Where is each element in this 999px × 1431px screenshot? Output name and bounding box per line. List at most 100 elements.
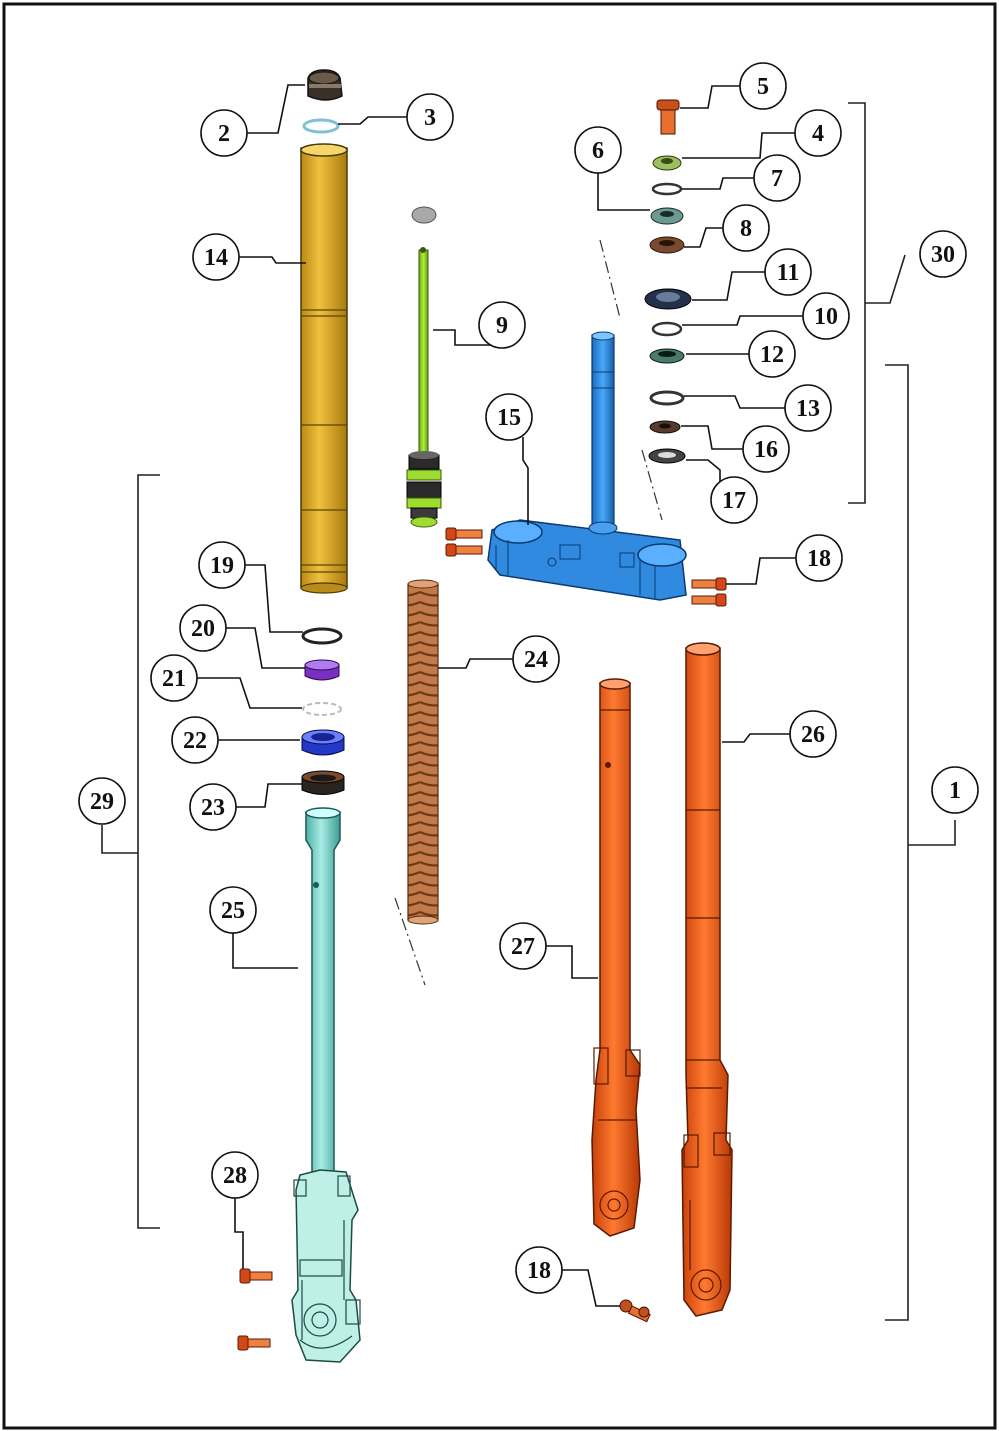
clamp-bolts-right-part	[691, 577, 727, 607]
callout-3: 3	[406, 93, 454, 141]
callout-12-label: 12	[760, 342, 784, 368]
callout-9: 9	[478, 301, 526, 349]
callout-10-label: 10	[814, 304, 838, 330]
callout-8: 8	[722, 204, 770, 252]
callout-6: 6	[574, 126, 622, 174]
callout-18-bottom-label: 18	[527, 1258, 551, 1284]
callout-30-label: 30	[931, 242, 955, 268]
callout-8-label: 8	[740, 216, 752, 242]
callout-18-top: 18	[795, 534, 843, 582]
callout-28: 28	[211, 1151, 259, 1199]
callout-15: 15	[485, 393, 533, 441]
callout-29: 29	[78, 777, 126, 825]
lower-race-part	[649, 390, 685, 406]
lower-bearing-part	[649, 420, 681, 434]
callout-23-label: 23	[201, 795, 225, 821]
callout-14: 14	[192, 233, 240, 281]
callout-bubbles: 1 2 3 4 5 6 7 8 9 10 11 12 13 14 15 16 1…	[78, 62, 979, 1294]
callout-1-label: 1	[949, 778, 961, 804]
callout-17: 17	[710, 476, 758, 524]
callout-25: 25	[209, 886, 257, 934]
callout-4: 4	[794, 109, 842, 157]
callout-27-label: 27	[511, 934, 535, 960]
orange-inner-leg-part	[591, 678, 641, 1237]
orange-right-leg-part	[681, 642, 733, 1317]
callout-24-label: 24	[524, 647, 548, 673]
dust-seal-part	[301, 729, 345, 756]
callout-21: 21	[150, 654, 198, 702]
callout-29-label: 29	[90, 789, 114, 815]
callout-16: 16	[742, 425, 790, 473]
callout-9-label: 9	[496, 313, 508, 339]
callout-7-label: 7	[771, 166, 783, 192]
callout-11-label: 11	[777, 260, 800, 286]
callout-18-top-label: 18	[807, 546, 831, 572]
callout-7: 7	[753, 154, 801, 202]
callout-4-label: 4	[812, 121, 824, 147]
outer-tube-part	[300, 143, 348, 594]
callout-12: 12	[748, 330, 796, 378]
callout-13-label: 13	[796, 396, 820, 422]
callout-14-label: 14	[204, 245, 228, 271]
callout-27: 27	[499, 922, 547, 970]
stem-nut-part	[650, 207, 684, 225]
clip-ring-part	[302, 702, 342, 716]
callout-26: 26	[789, 710, 837, 758]
callout-19-label: 19	[210, 553, 234, 579]
upper-bearing-part	[644, 288, 692, 310]
bracket-group-1	[885, 364, 956, 1321]
callout-25-label: 25	[221, 898, 245, 924]
callout-10: 10	[802, 292, 850, 340]
wiper-ring-part	[301, 627, 343, 645]
callout-24: 24	[512, 635, 560, 683]
purple-bushing-part	[304, 659, 340, 681]
fork-spring-part	[407, 579, 439, 925]
fork-cap-part	[307, 69, 343, 101]
dust-seal-stem-part	[648, 448, 686, 464]
callout-2: 2	[200, 109, 248, 157]
callout-15-label: 15	[497, 405, 521, 431]
callout-28-label: 28	[223, 1163, 247, 1189]
callout-18-bottom: 18	[515, 1246, 563, 1294]
callout-26-label: 26	[801, 722, 825, 748]
callout-16-label: 16	[754, 437, 778, 463]
o-ring-part	[302, 118, 340, 134]
stem-washer-green-part	[652, 155, 682, 171]
clamp-bolts-left-part	[445, 527, 483, 557]
callout-2-label: 2	[218, 121, 230, 147]
stem-bolt-part	[656, 99, 680, 135]
callout-5-label: 5	[757, 74, 769, 100]
callout-13: 13	[784, 384, 832, 432]
callout-30: 30	[919, 230, 967, 278]
triple-clamp-part	[487, 239, 687, 601]
lower-leg-teal-part	[291, 807, 361, 1363]
stem-ring-part	[651, 182, 683, 196]
callout-21-label: 21	[162, 666, 186, 692]
callout-22-label: 22	[183, 728, 207, 754]
bracket-group-29	[101, 474, 160, 1229]
callout-6-label: 6	[592, 138, 604, 164]
bracket-group-30	[848, 102, 906, 504]
axle-bolt-bottom-part	[619, 1299, 651, 1323]
leader-lines	[194, 84, 808, 1307]
callout-17-label: 17	[722, 488, 746, 514]
axle-clamp-bolts-part	[237, 1268, 273, 1351]
callout-11: 11	[764, 248, 812, 296]
callout-1: 1	[931, 766, 979, 814]
callout-23: 23	[189, 783, 237, 831]
callout-20: 20	[179, 604, 227, 652]
bearing-ring-part	[651, 321, 683, 337]
callout-5: 5	[739, 62, 787, 110]
callout-19: 19	[198, 541, 246, 589]
callout-3-label: 3	[424, 105, 436, 131]
bearing-race-part	[649, 348, 685, 364]
stem-centerline	[641, 449, 663, 521]
spring-centerline	[394, 897, 426, 986]
damper-rod-part	[406, 206, 442, 528]
oil-seal-part	[301, 770, 345, 795]
callout-22: 22	[171, 716, 219, 764]
callout-20-label: 20	[191, 616, 215, 642]
stem-bearing-cover-part	[649, 236, 685, 254]
